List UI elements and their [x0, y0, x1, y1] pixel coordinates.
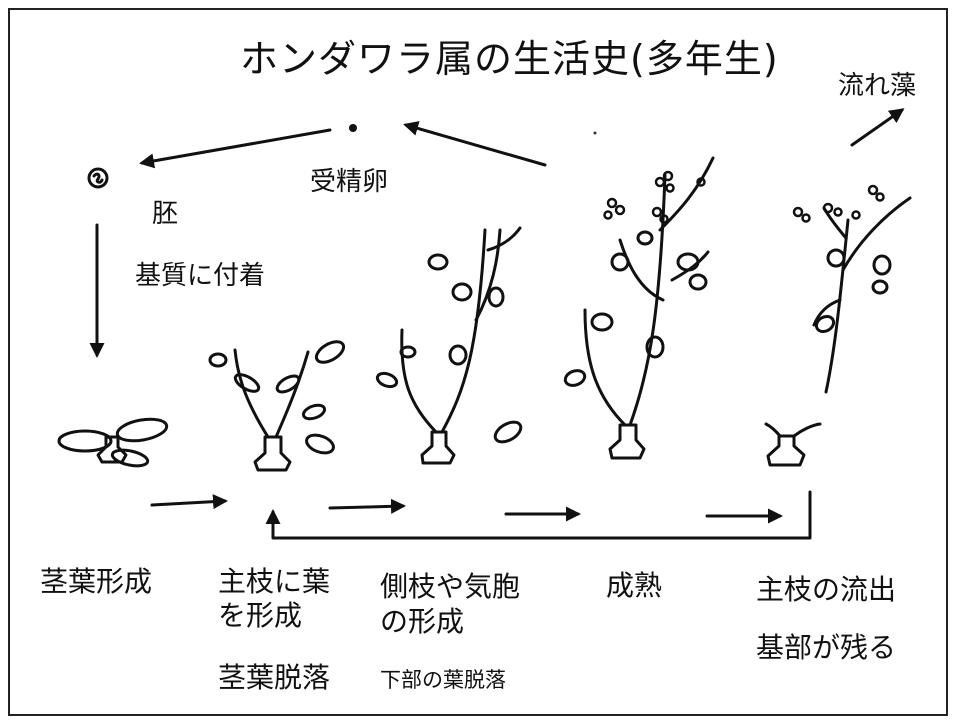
stage5-base	[764, 422, 822, 467]
arrow-egg-to-embryo	[139, 128, 332, 169]
stage2-plant	[208, 340, 346, 472]
stage2-note: 茎葉脱落	[218, 661, 331, 694]
stage5-label: 主枝の流出	[756, 573, 897, 606]
stage4-label: 成熟	[606, 569, 663, 602]
stage3-note: 下部の葉脱落	[380, 668, 506, 692]
stage2-label-line1: 主枝に葉	[218, 565, 331, 598]
stage3-label-line2: の形成	[380, 605, 465, 638]
stage5-note: 基部が残る	[756, 631, 897, 664]
diagram-frame	[8, 8, 948, 716]
stage5-detached-branch	[812, 196, 912, 394]
stage1-label: 茎葉形成	[40, 565, 153, 598]
arrow-drift-out	[850, 108, 905, 147]
stage3-label-line1: 側枝や気胞	[380, 570, 521, 603]
fertilized-egg-dot	[349, 124, 357, 132]
diagram-title: ホンダワラ属の生活史(多年生)	[240, 37, 779, 81]
fertilized-egg-label: 受精卵	[310, 167, 389, 197]
embryo-label: 胚	[152, 199, 179, 229]
arrow-mature-to-egg	[403, 121, 547, 167]
stage4-plant	[563, 156, 715, 460]
arrow-stage-2	[328, 498, 406, 514]
arrow-stage-1	[150, 494, 228, 510]
embryo-drawing	[87, 167, 109, 189]
stage4-receptacles	[603, 170, 706, 224]
arrow-perennial-return	[265, 490, 812, 540]
speck	[593, 131, 597, 135]
attach-substrate-label: 基質に付着	[135, 261, 266, 291]
stage1-plant	[57, 417, 169, 468]
stage2-label-line2: を形成	[218, 599, 303, 632]
drift-algae-label: 流れ藻	[838, 71, 917, 101]
stage5-receptacles	[792, 184, 885, 223]
stage3-plant	[375, 226, 523, 465]
